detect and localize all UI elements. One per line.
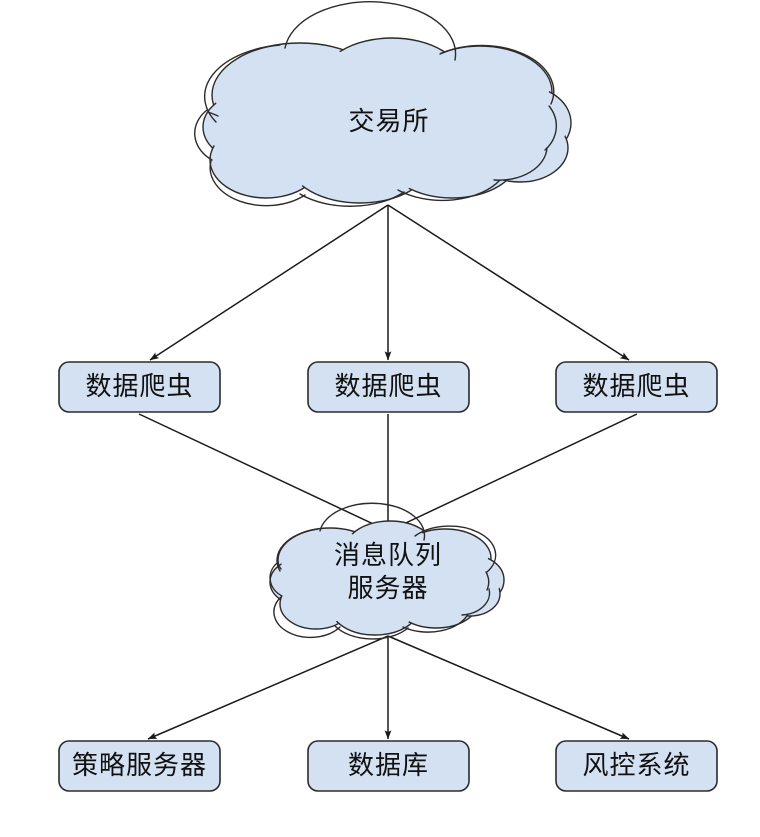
edge-exchange-to-crawler-3: [387, 204, 630, 361]
node-crawler-1[interactable]: [58, 361, 221, 413]
node-exchange[interactable]: [194, 1, 572, 207]
edge-crawler-1-to-message-queue: [138, 413, 385, 530]
node-strategy-server[interactable]: [58, 740, 221, 792]
edge-message-queue-to-risk-control: [387, 635, 630, 740]
node-database[interactable]: [307, 740, 470, 792]
node-message-queue[interactable]: [269, 502, 505, 640]
edge-crawler-3-to-message-queue: [392, 413, 638, 530]
edge-exchange-to-crawler-1: [149, 204, 389, 361]
node-risk-control[interactable]: [555, 740, 718, 792]
node-crawler-3[interactable]: [555, 361, 718, 413]
edge-message-queue-to-strategy-server: [147, 635, 389, 740]
node-crawler-2[interactable]: [307, 361, 470, 413]
edge-layer: [138, 204, 638, 740]
